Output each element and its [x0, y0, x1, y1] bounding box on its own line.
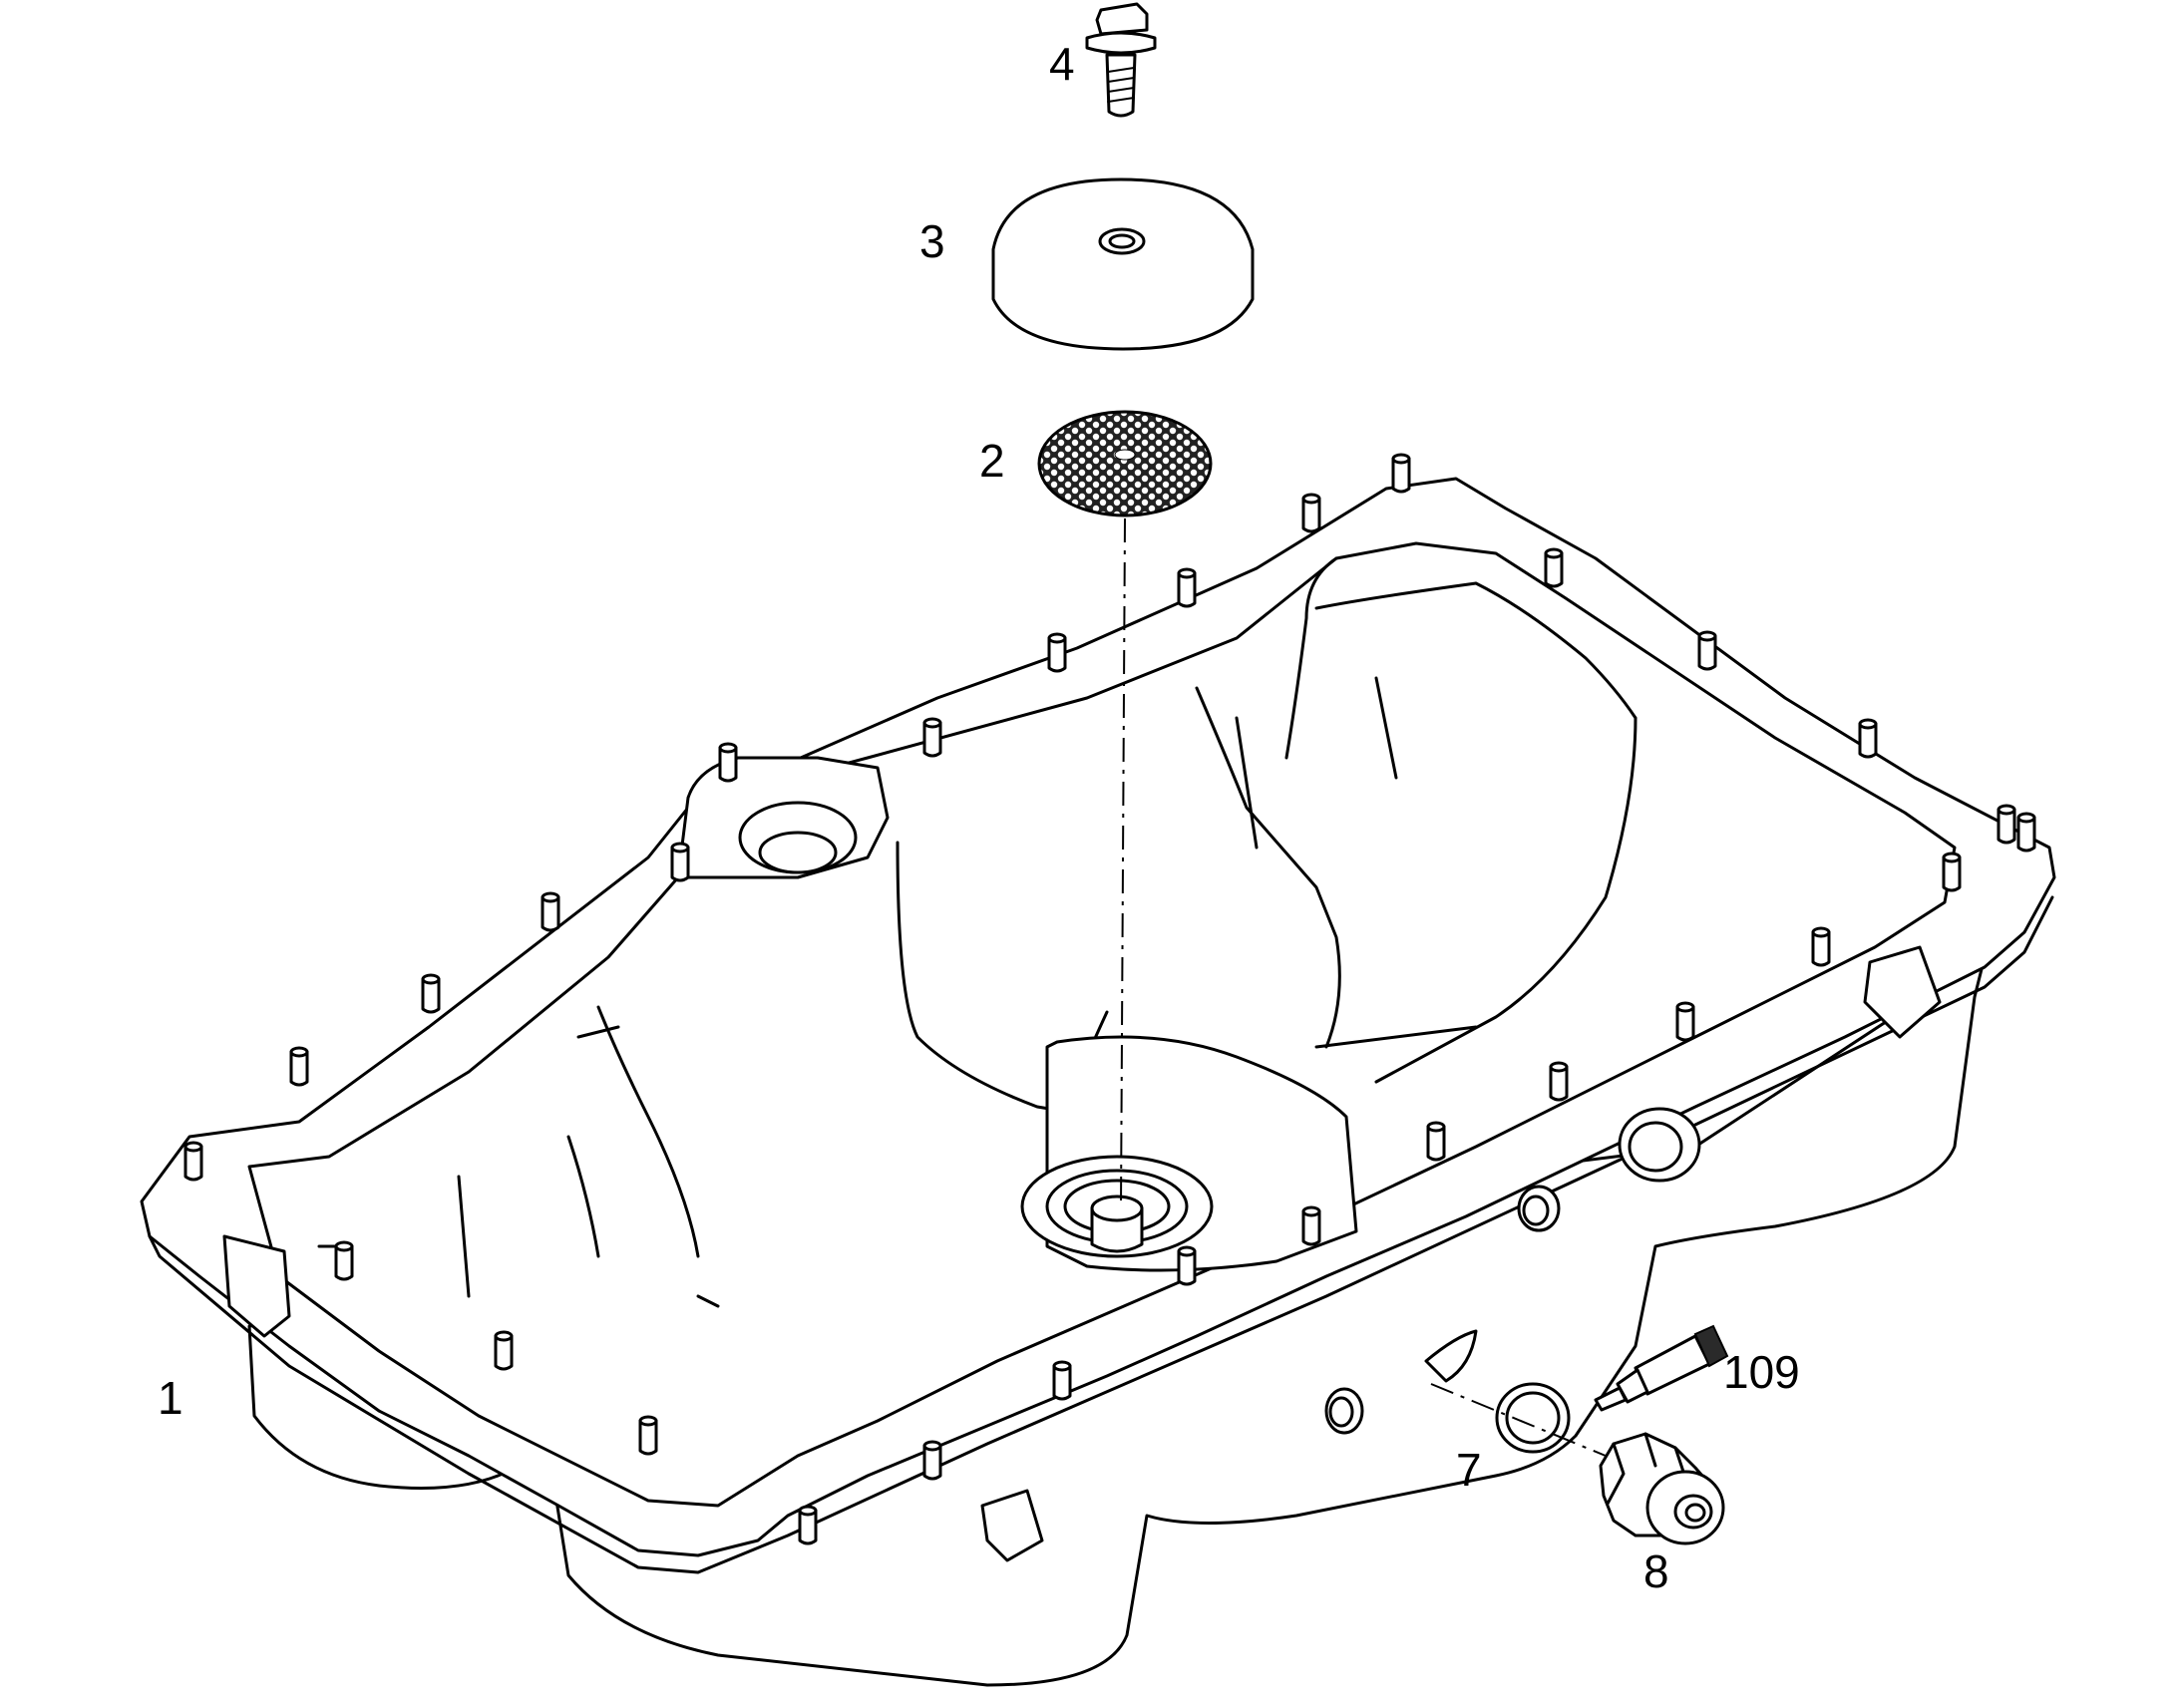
flange-stud: [541, 891, 560, 932]
seal-ring: [1495, 1382, 1571, 1454]
flange-stud: [334, 1240, 354, 1281]
sealant-tube: [1594, 1324, 1729, 1412]
flange-stud: [1391, 453, 1411, 494]
flange-stud: [289, 1046, 309, 1087]
assembly-line-drain: [1430, 1383, 1607, 1457]
flange-stud: [2016, 812, 2036, 853]
flange-stud: [1675, 1001, 1695, 1042]
callout-8: 8: [1643, 1545, 1669, 1597]
baffle-cap: [991, 177, 1255, 351]
flange-stud: [1549, 1061, 1569, 1102]
oil-pan-bracket-right: [1863, 945, 1942, 1039]
flange-stud: [718, 742, 738, 783]
flange-stud: [183, 1141, 203, 1182]
flange-stud: [1858, 718, 1878, 759]
flange-stud: [922, 717, 942, 758]
oil-pan-bracket-left: [222, 1234, 291, 1338]
drain-plug: [1599, 1432, 1725, 1545]
flange-stud: [670, 842, 690, 882]
callout-3: 3: [919, 215, 945, 267]
oil-pan-pickup-boss: [1020, 1035, 1358, 1272]
callout-4: 4: [1049, 38, 1075, 90]
mesh-screen: [1037, 410, 1213, 517]
flange-stud: [1052, 1360, 1072, 1401]
flange-stud: [638, 1415, 658, 1456]
flange-stud: [1997, 804, 2016, 845]
flange-stud: [1177, 1245, 1197, 1286]
assembly-line-screen: [1120, 517, 1126, 1209]
flange-stud: [421, 973, 441, 1014]
callout-2: 2: [979, 435, 1005, 487]
callout-1: 1: [158, 1372, 183, 1424]
flange-stud: [1942, 852, 1962, 892]
flange-stud: [922, 1440, 942, 1481]
oil-pan-bracket-front: [980, 1489, 1044, 1562]
flange-stud: [1301, 1205, 1321, 1246]
oil-pan: [140, 477, 2056, 1687]
flange-stud: [1697, 630, 1717, 671]
flange-stud: [494, 1330, 514, 1371]
callout-109: 109: [1723, 1346, 1800, 1398]
flange-stud: [798, 1505, 818, 1545]
oil-pan-drain-boss: [1324, 1107, 1701, 1435]
bolt: [1085, 2, 1157, 118]
flange-stud: [1811, 926, 1831, 967]
oil-pan-flange-edge: [148, 895, 2054, 1574]
flange-stud: [1301, 493, 1321, 533]
oil-pan-studs: [183, 453, 2036, 1545]
flange-stud: [1047, 632, 1067, 673]
oil-pan-filler-boss: [676, 756, 890, 879]
flange-stud: [1426, 1121, 1446, 1162]
flange-stud: [1544, 547, 1564, 588]
callout-7: 7: [1456, 1444, 1482, 1496]
flange-stud: [1177, 567, 1197, 608]
